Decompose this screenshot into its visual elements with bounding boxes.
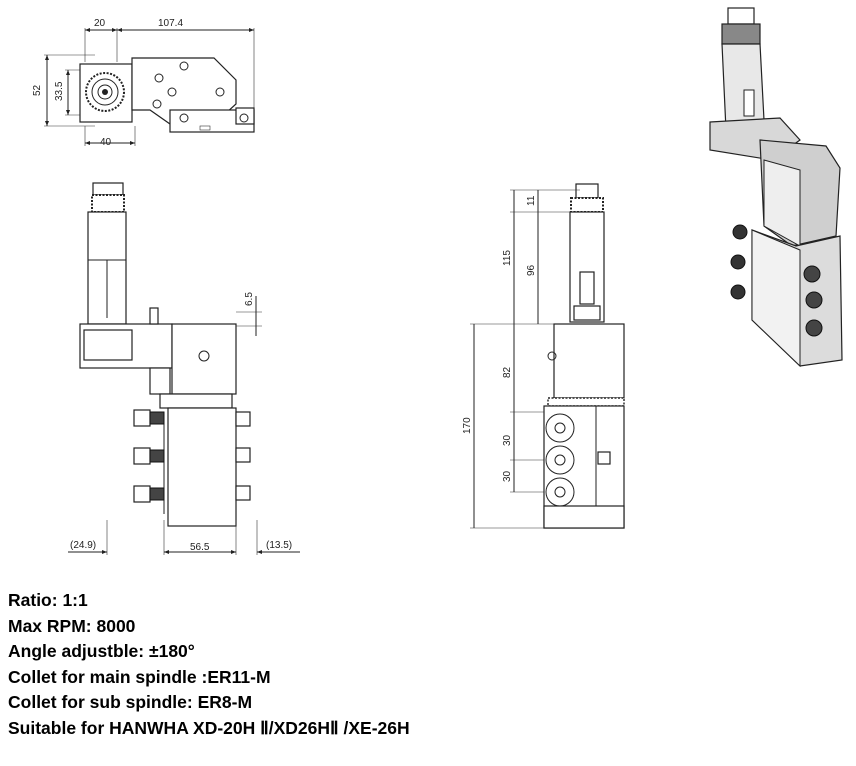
dim-side-11: 11 xyxy=(526,195,537,206)
spec-sub-collet: Collet for sub spindle: ER8-M xyxy=(8,692,253,712)
dim-top-33-5: 33.5 xyxy=(54,81,65,101)
top-view: 20 107.4 52 33.5 xyxy=(32,18,255,148)
spec-ratio: Ratio: 1:1 xyxy=(8,590,88,610)
dim-side-96: 96 xyxy=(526,264,537,276)
dim-front-56-5: 56.5 xyxy=(190,542,210,553)
iso-connectors xyxy=(730,224,823,337)
dim-front-6-5: 6.5 xyxy=(244,292,255,306)
dim-side-82: 82 xyxy=(502,366,513,378)
dim-side-30-b: 30 xyxy=(502,470,513,482)
sub-spindles xyxy=(545,413,575,507)
isometric-view xyxy=(709,7,843,368)
dim-side-170: 170 xyxy=(462,417,473,434)
dim-side-115: 115 xyxy=(502,250,513,266)
spec-compatibility: Suitable for HANWHA XD-20H Ⅱ/XD26HⅡ /XE-… xyxy=(8,717,410,738)
spec-list: Ratio: 1:1 Max RPM: 8000 Angle adjustble… xyxy=(8,588,410,741)
dim-front-13-5: (13.5) xyxy=(266,540,292,551)
dim-front-24-9: (24.9) xyxy=(70,540,96,551)
spec-angle: Angle adjustble: ±180° xyxy=(8,641,195,661)
dim-top-52: 52 xyxy=(32,84,43,96)
technical-drawing: 20 107.4 52 33.5 xyxy=(32,7,843,555)
front-view: 6.5 (24.9) 56.5 (13.5) xyxy=(68,182,300,555)
connectors-right xyxy=(235,411,251,501)
spec-max-rpm: Max RPM: 8000 xyxy=(8,615,136,636)
connectors-left xyxy=(133,409,165,503)
dim-side-30-a: 30 xyxy=(502,434,513,446)
dim-top-40: 40 xyxy=(100,137,112,148)
spec-main-collet: Collet for main spindle :ER11-M xyxy=(8,666,271,687)
side-view: 11 115 96 82 170 30 30 xyxy=(462,183,625,529)
dim-top-20: 20 xyxy=(94,18,106,29)
dim-top-107-4: 107.4 xyxy=(158,18,183,29)
